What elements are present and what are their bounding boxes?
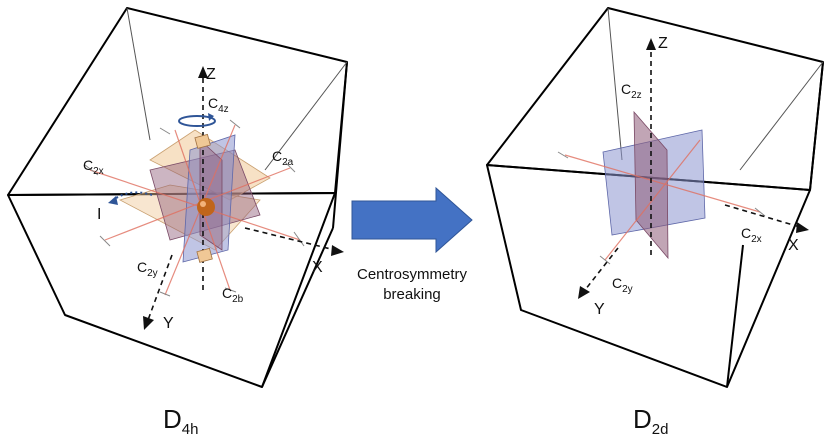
transition-caption-line1: Centrosymmetry bbox=[357, 266, 468, 283]
left-c2b-label: C2b bbox=[222, 285, 244, 305]
left-y-label: Y bbox=[163, 315, 174, 332]
left-z-square-top bbox=[194, 133, 211, 149]
transition-arrow bbox=[351, 186, 473, 254]
right-c2y-label: C2y bbox=[612, 275, 633, 295]
left-z-label: Z bbox=[206, 66, 216, 83]
right-y-arrowhead bbox=[578, 286, 590, 299]
left-c2x-label: C2x bbox=[83, 157, 104, 177]
right-plane-purple bbox=[633, 110, 669, 260]
right-group-label: D2d bbox=[633, 404, 668, 438]
left-x-label: X bbox=[312, 259, 323, 276]
left-c2a-axis bbox=[104, 167, 291, 241]
right-c2z-label: C2z bbox=[621, 81, 642, 101]
right-c2x-label: C2x bbox=[741, 225, 762, 245]
left-x-arrowhead bbox=[331, 245, 344, 256]
right-x-label: X bbox=[788, 237, 799, 254]
transition: Centrosymmetry breaking bbox=[351, 186, 473, 303]
right-x-axis bbox=[724, 204, 801, 228]
right-y-label: Y bbox=[594, 301, 605, 318]
right-c2y-axis bbox=[604, 139, 701, 261]
left-inversion-arrow bbox=[112, 191, 153, 201]
left-panel: Z X Y C4z C2x C2a C2y C2b I D4h bbox=[7, 7, 348, 438]
transition-caption-line2: breaking bbox=[383, 286, 441, 303]
left-c2y-label: C2y bbox=[137, 259, 158, 279]
left-group-label: D4h bbox=[163, 404, 198, 438]
left-x-axis bbox=[244, 227, 336, 251]
right-x-arrowhead bbox=[796, 222, 809, 233]
left-c2a-label: C2a bbox=[272, 148, 294, 168]
left-z-arrowhead bbox=[198, 66, 208, 78]
right-mirror-planes bbox=[602, 110, 706, 260]
left-inversion-label: I bbox=[97, 206, 101, 223]
right-z-label: Z bbox=[658, 35, 668, 52]
left-y-axis bbox=[147, 254, 173, 321]
left-c4z-label: C4z bbox=[208, 95, 229, 115]
right-panel: Z X Y C2z C2x C2y D2d bbox=[486, 7, 824, 438]
left-c4z-rotation-icon bbox=[178, 115, 216, 127]
left-mirror-planes bbox=[118, 129, 271, 263]
right-z-arrowhead bbox=[646, 38, 656, 50]
right-c2x-axis bbox=[564, 154, 761, 213]
left-inversion-center bbox=[197, 198, 215, 216]
left-y-arrowhead bbox=[143, 316, 154, 330]
left-z-square-bottom bbox=[196, 247, 213, 263]
